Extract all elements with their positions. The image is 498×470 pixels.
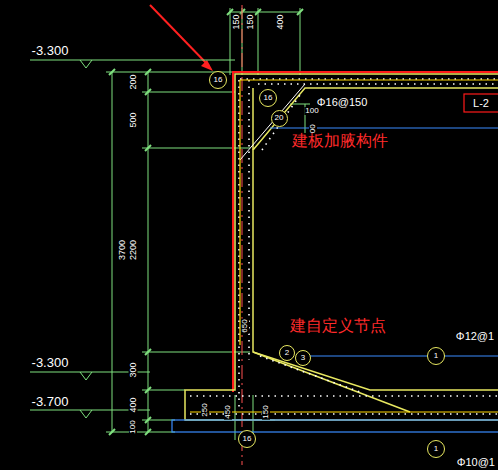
callout-number: 1: [434, 352, 438, 360]
callout-number: 2: [285, 349, 289, 357]
callout-number: 20: [275, 114, 284, 122]
callout-number: 16: [214, 76, 223, 84]
callout-circle: 16: [259, 89, 277, 107]
callout-circle: 1: [427, 347, 445, 365]
member-tag: L-2: [472, 98, 490, 109]
dimension-text: 200: [129, 73, 138, 90]
callout-number: 1: [434, 445, 438, 453]
dimension-text: 650: [241, 318, 249, 333]
dimension-text: 400: [129, 396, 138, 413]
dimension-text: 450: [224, 404, 232, 419]
dimension-text: 250: [201, 402, 209, 417]
callout-number: 16: [264, 94, 273, 102]
dimension-text: 150: [262, 404, 270, 419]
dimension-text: 3700: [118, 239, 127, 261]
callout-circle: 20: [271, 110, 288, 127]
rebar-spec: Φ10@1: [456, 457, 496, 468]
callout-circle: 16: [209, 71, 227, 89]
level-text: -3.700: [31, 395, 70, 408]
dimension-text: 500: [129, 111, 138, 128]
dimension-text: 150: [232, 13, 241, 30]
rebar-spec: Φ16@150: [316, 97, 369, 108]
dimension-text: 100: [129, 419, 137, 434]
level-text: -3.300: [31, 44, 70, 57]
callout-circle: 16: [238, 430, 256, 448]
callout-number: 16: [243, 435, 252, 443]
dimension-text: 100: [304, 107, 319, 115]
level-text: -3.300: [31, 356, 70, 369]
callout-circle: 1: [427, 440, 445, 458]
annotation-note: 建板加腋构件: [291, 133, 389, 149]
dimension-text: 150: [246, 13, 255, 30]
rebar-spec: Φ12@1: [455, 331, 495, 342]
annotation-note: 建自定义节点: [289, 318, 387, 334]
dimension-text: 2200: [129, 239, 138, 261]
callout-number: 3: [301, 354, 305, 362]
callout-circle: 2: [279, 345, 295, 361]
dimension-text: 400: [276, 13, 285, 30]
dimension-text: 300: [129, 361, 138, 378]
callout-circle: 3: [295, 350, 311, 366]
